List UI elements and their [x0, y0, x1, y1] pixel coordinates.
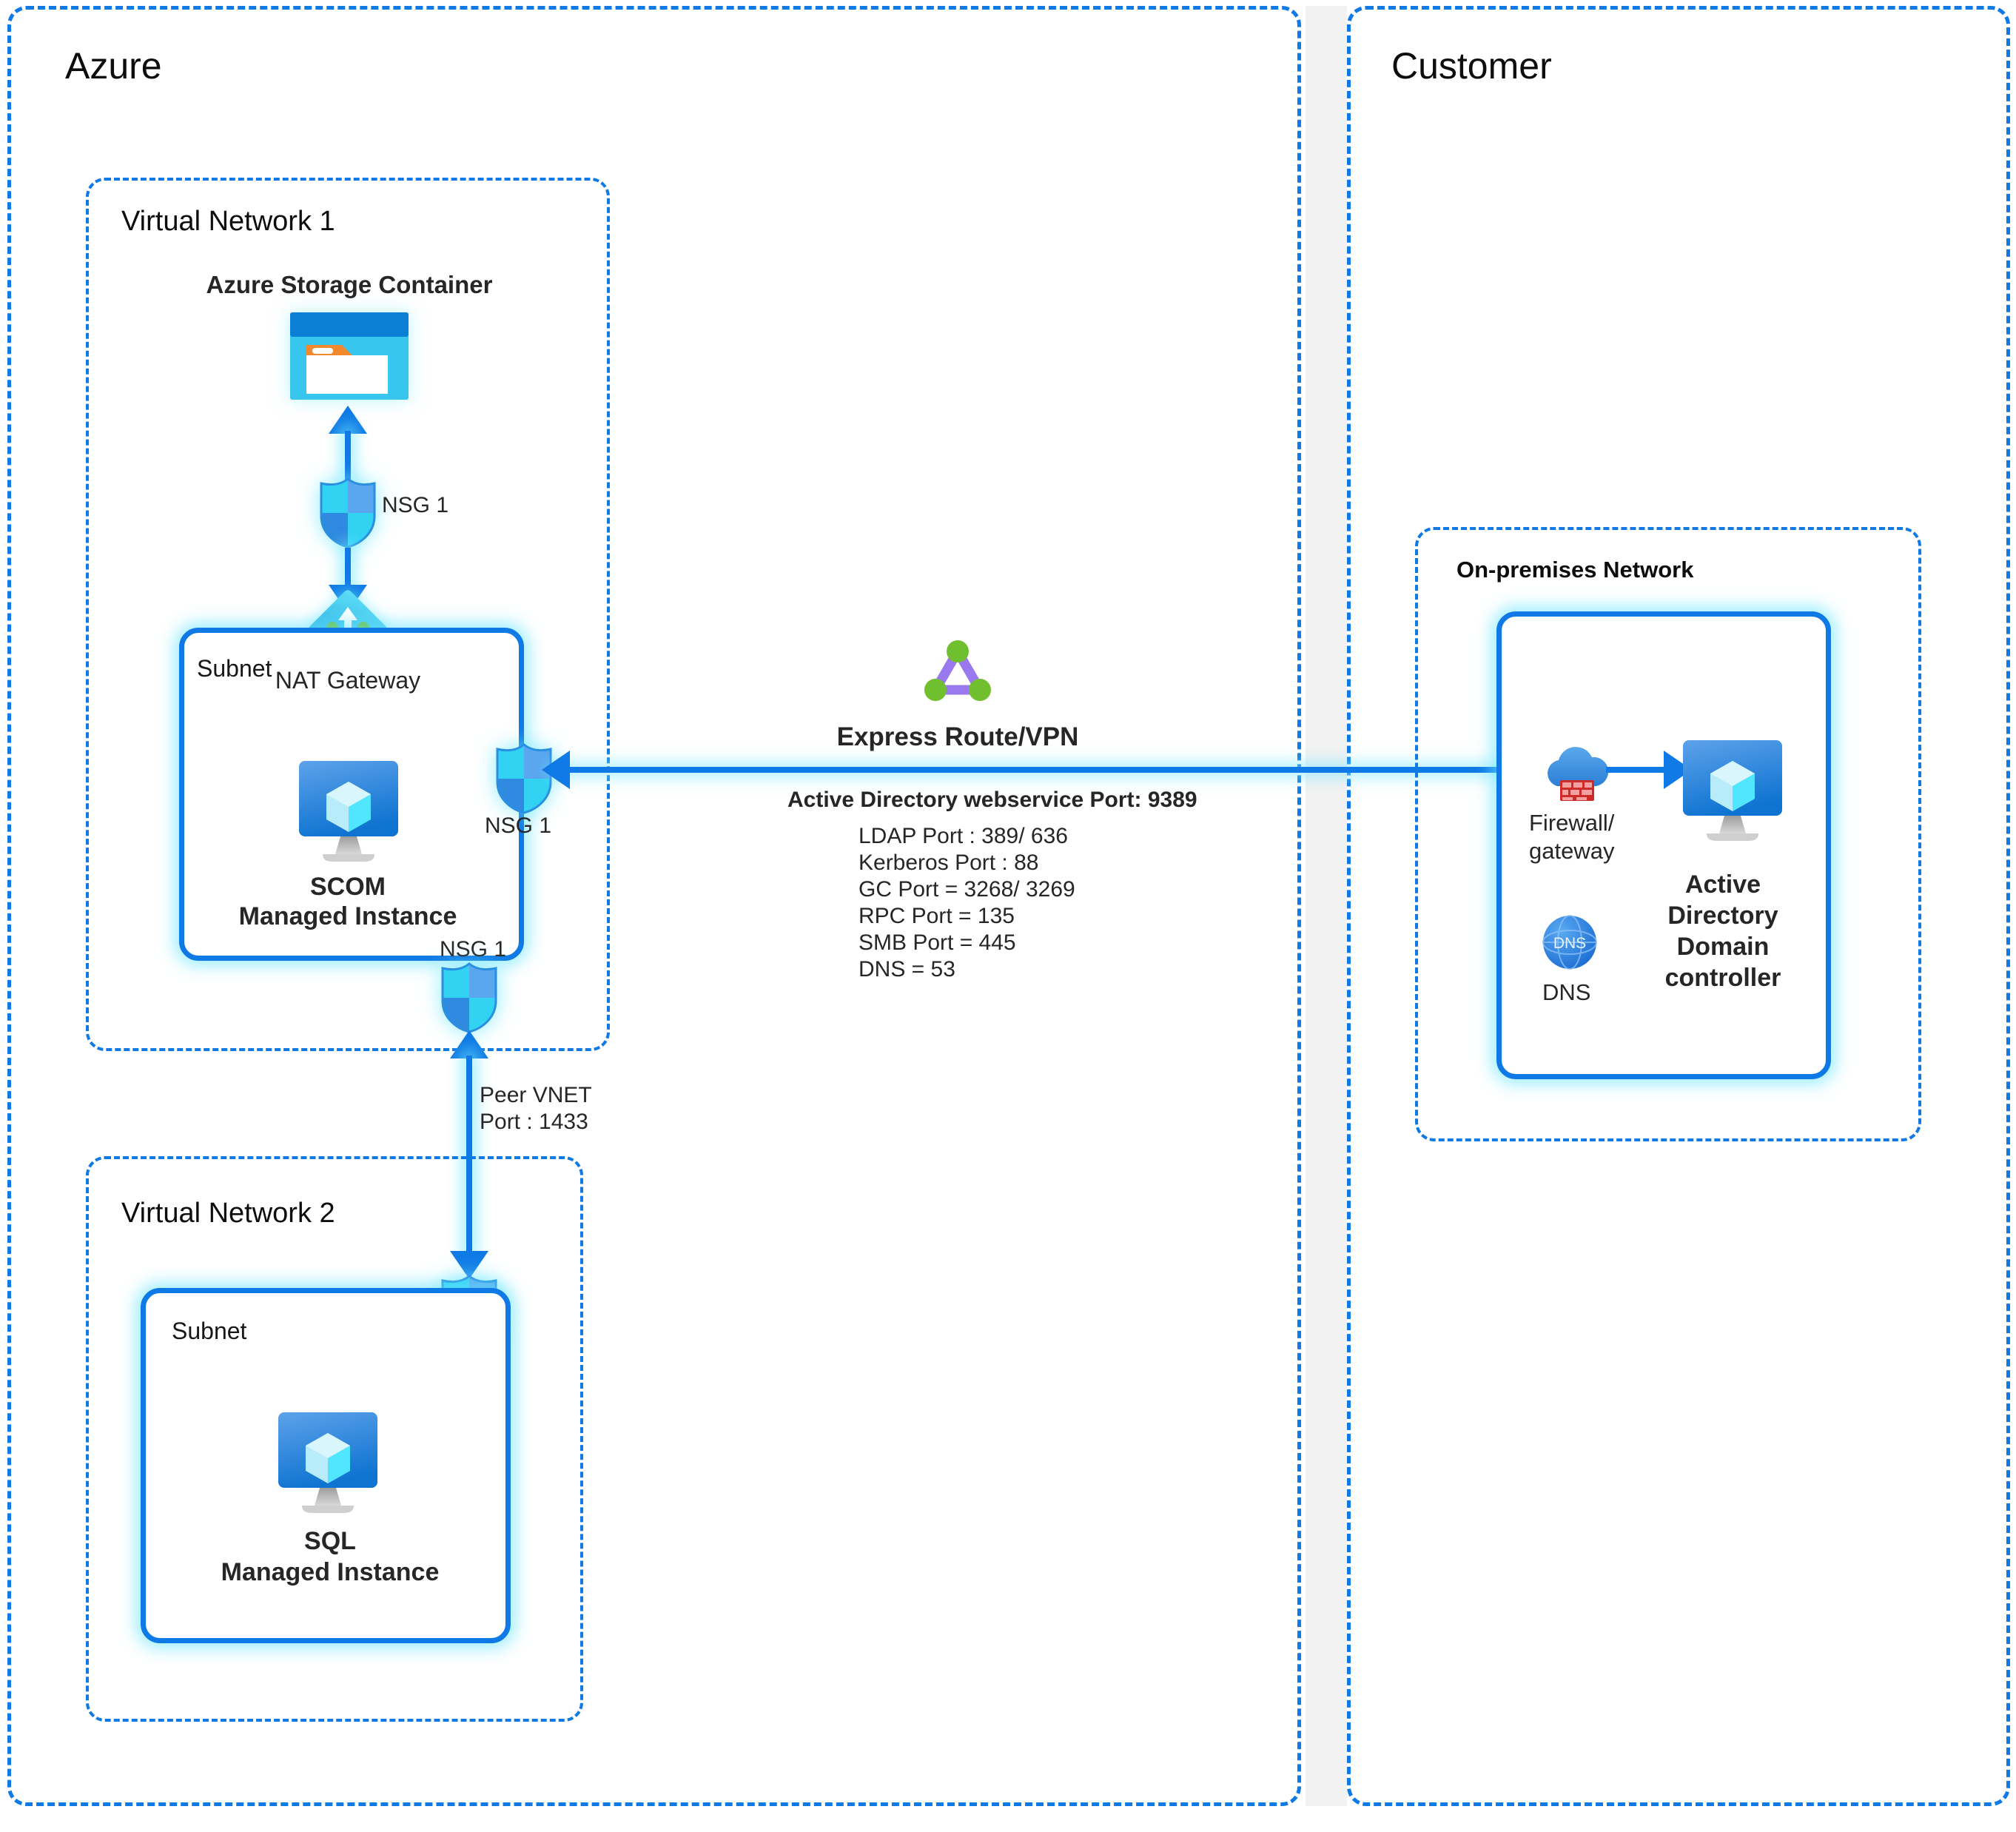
- vnet2-zone: [86, 1156, 583, 1722]
- port-item: RPC Port = 135: [859, 904, 1015, 928]
- storage-nsg-arrow-up: [329, 406, 367, 434]
- sql-label-line1: SQL: [304, 1527, 356, 1555]
- firewall-ad-line: [1606, 767, 1670, 773]
- firewall-label-line1: Firewall/: [1529, 810, 1615, 836]
- zone-seam: [1306, 6, 1347, 1806]
- scom-managed-instance-icon: [299, 761, 398, 862]
- nat-gateway-label: NAT Gateway: [275, 667, 421, 694]
- peer-arrow-up: [450, 1030, 488, 1058]
- nsg-nat-line: [345, 548, 351, 594]
- dns-globe-icon: DNS: [1542, 915, 1597, 970]
- onprem-inner-box: [1496, 611, 1831, 1079]
- customer-zone: [1347, 6, 2010, 1806]
- onprem-title: On-premises Network: [1456, 557, 1694, 583]
- azure-storage-container-label: Azure Storage Container: [206, 271, 493, 298]
- scom-label-line1: SCOM: [310, 873, 386, 901]
- nsg-peer-shield-icon: [441, 962, 497, 1033]
- express-route-line: [554, 767, 1646, 773]
- azure-storage-container-icon: [290, 312, 409, 400]
- firewall-label-line2: gateway: [1529, 838, 1615, 864]
- onprem-zone: [1415, 527, 1921, 1141]
- port-item: GC Port = 3268/ 3269: [859, 877, 1075, 902]
- ad-webservice-port-heading: Active Directory webservice Port: 9389: [787, 788, 1197, 812]
- customer-zone-title: Customer: [1391, 45, 1552, 87]
- port-item: SMB Port = 445: [859, 930, 1016, 955]
- nsg1-subnet-corner-label: NSG 1: [440, 937, 507, 962]
- scom-label-line2: Managed Instance: [238, 902, 457, 930]
- sql-label-line2: Managed Instance: [221, 1558, 440, 1586]
- storage-nsg-line: [345, 431, 351, 483]
- active-directory-domain-controller-icon: [1683, 740, 1782, 841]
- vnet1-title: Virtual Network 1: [121, 206, 335, 237]
- port-item: Kerberos Port : 88: [859, 850, 1039, 875]
- ports-list: LDAP Port : 389/ 636 Kerberos Port : 88 …: [859, 823, 1075, 983]
- dns-badge-text: DNS: [1553, 935, 1586, 952]
- port-item: LDAP Port : 389/ 636: [859, 824, 1068, 848]
- ad-label-line4: controller: [1664, 964, 1781, 992]
- ad-label-line3: Domain: [1676, 933, 1770, 961]
- dns-label: DNS: [1542, 979, 1591, 1005]
- express-route-icon: [924, 640, 991, 701]
- subnet2-label: Subnet: [172, 1318, 247, 1344]
- express-route-label: Express Route/VPN: [836, 722, 1079, 751]
- nsg1-subnet-right-label: NSG 1: [484, 813, 552, 838]
- nsg1-storage-label: NSG 1: [382, 493, 449, 517]
- azure-zone: [7, 6, 1301, 1806]
- peer-vnet-label-line1: Peer VNET: [480, 1083, 592, 1107]
- subnet1-label: Subnet: [197, 655, 272, 682]
- vnet2-title: Virtual Network 2: [121, 1198, 335, 1229]
- peer-arrow-down: [450, 1251, 488, 1279]
- vnet1-zone: [86, 178, 610, 1051]
- peer-line: [466, 1056, 472, 1255]
- sql-managed-instance-icon: [278, 1412, 377, 1513]
- firewall-cloud-icon: [1548, 747, 1609, 801]
- port-item: DNS = 53: [859, 957, 955, 982]
- express-route-arrow-left: [542, 751, 570, 789]
- azure-zone-title: Azure: [65, 45, 162, 87]
- nsg1-storage-shield-icon: [320, 477, 376, 548]
- ad-label-line1: Active: [1684, 870, 1761, 899]
- ad-label-line2: Directory: [1667, 902, 1778, 930]
- peer-vnet-label-line2: Port : 1433: [480, 1110, 588, 1134]
